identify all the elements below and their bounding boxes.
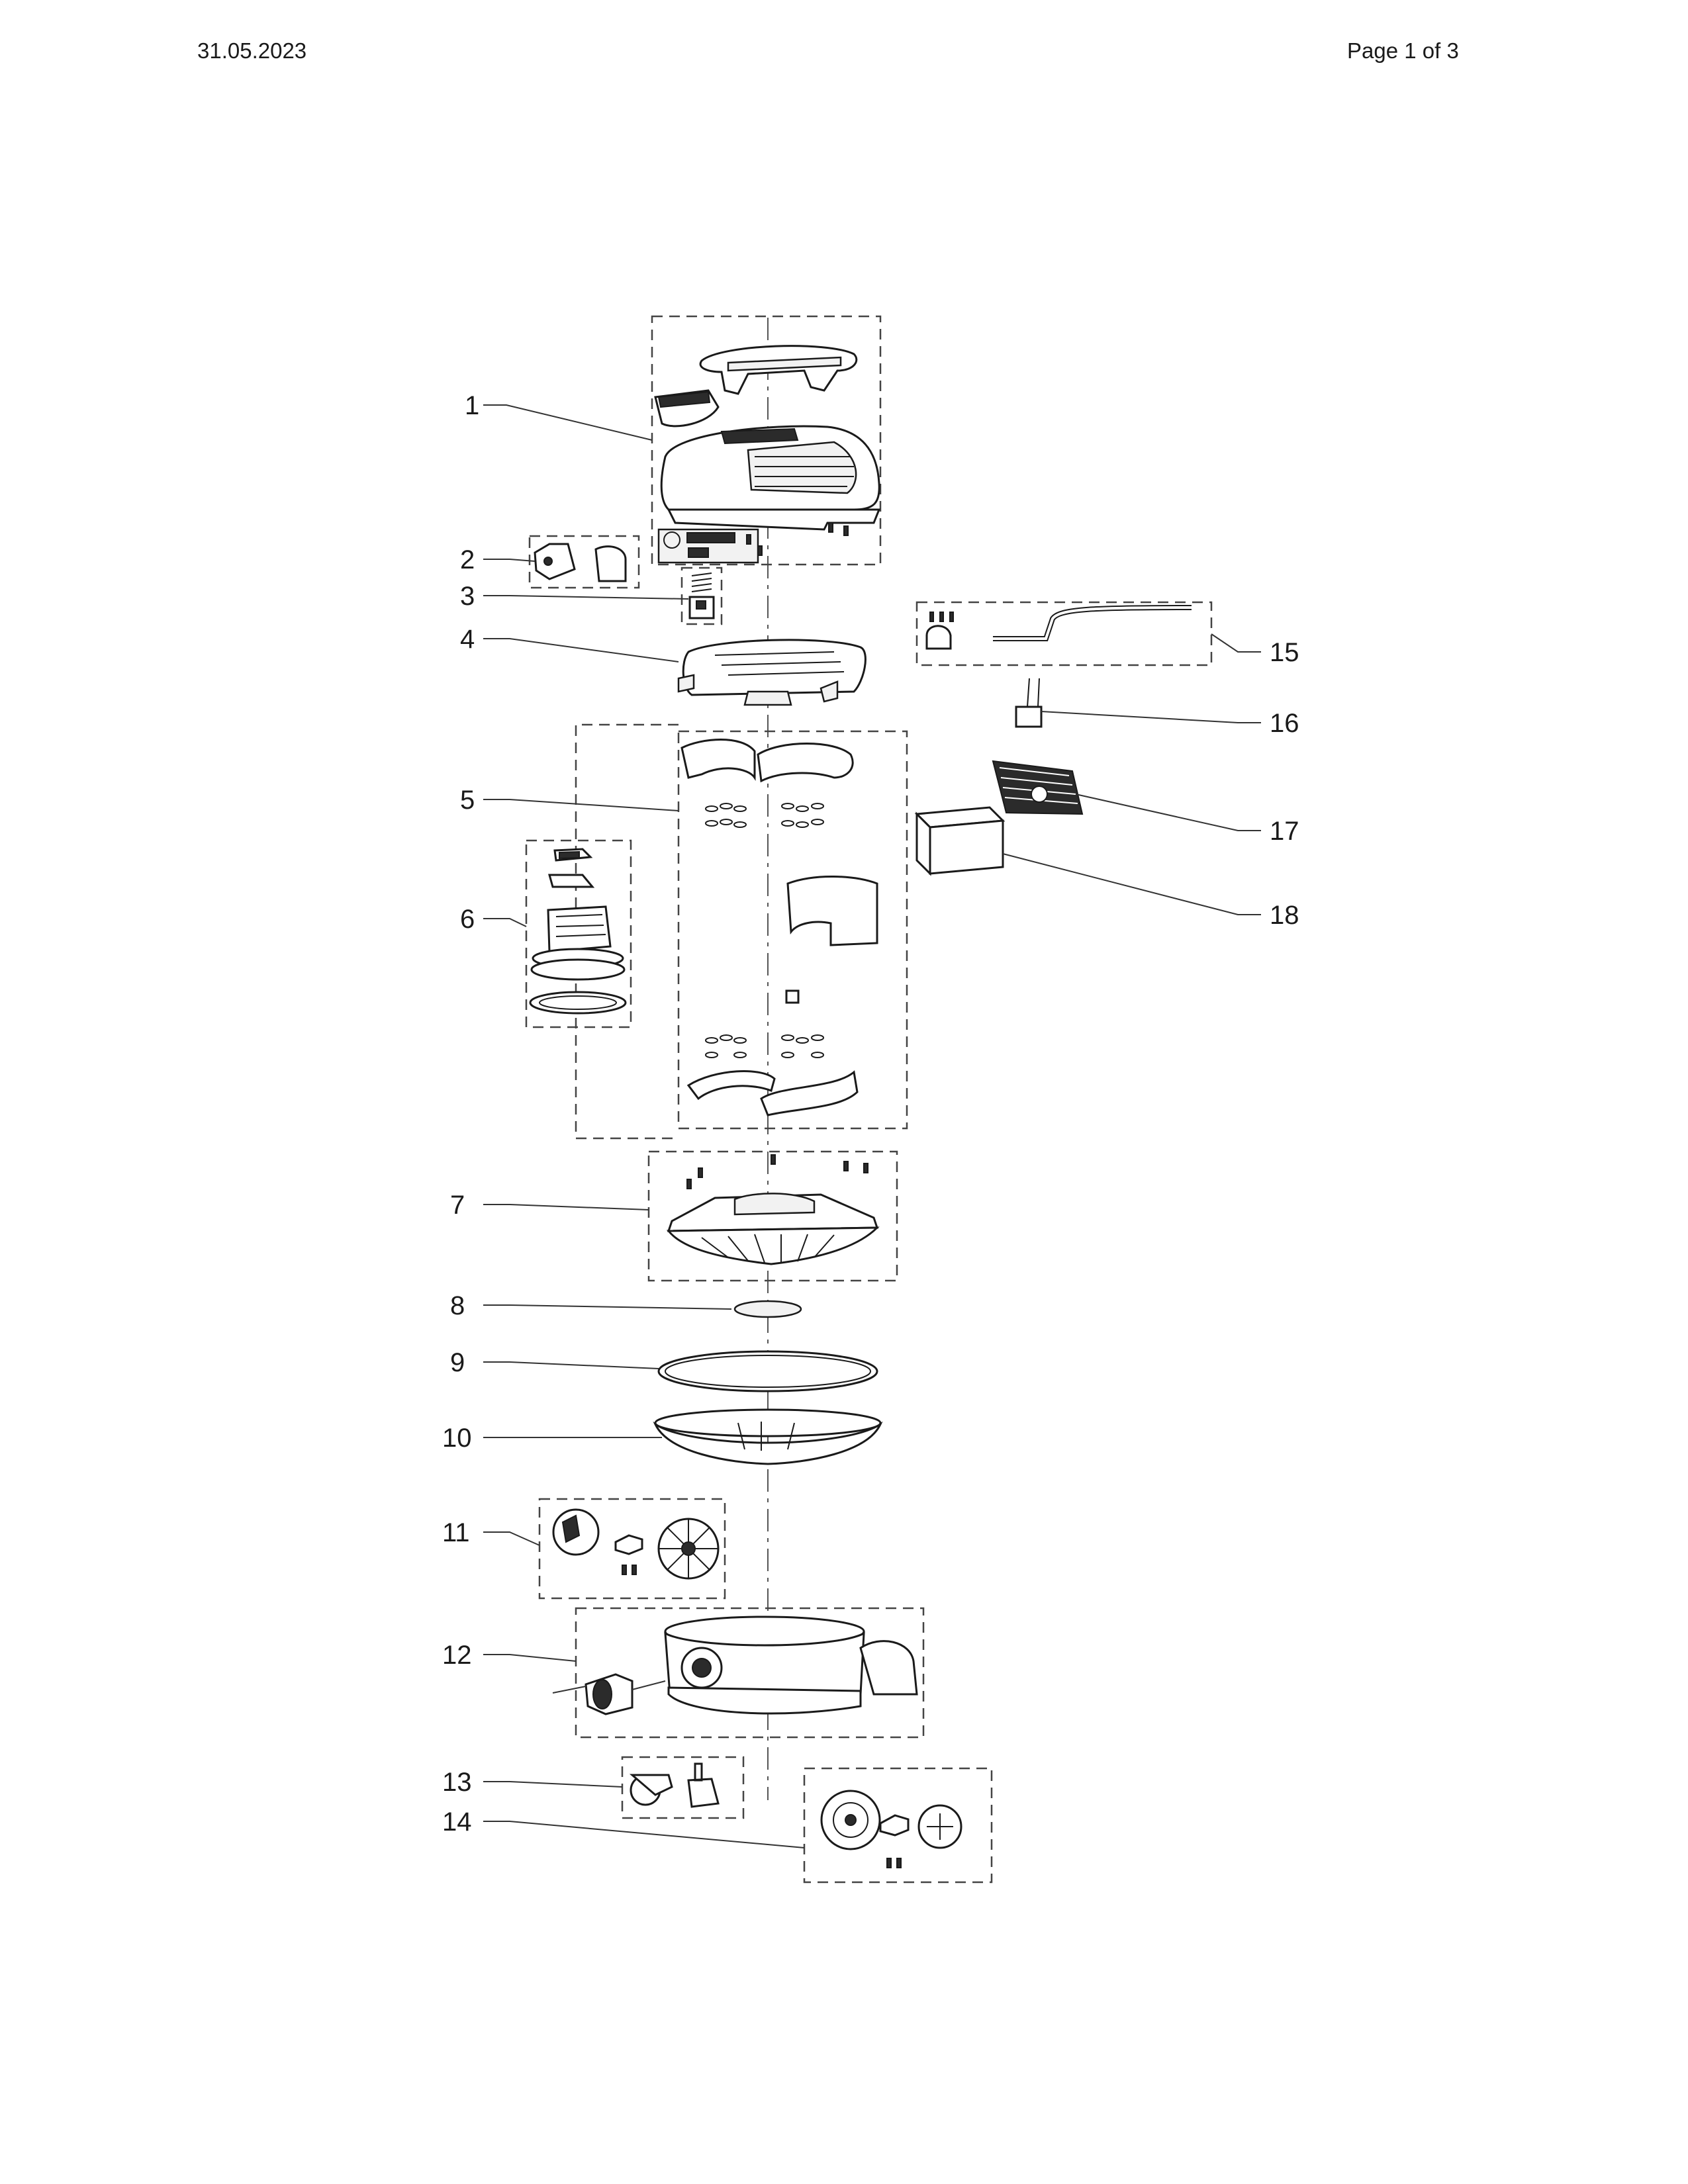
group-box-11 xyxy=(538,1498,726,1600)
group-box-15 xyxy=(915,601,1213,666)
label-3: 3 xyxy=(460,582,475,611)
label-9: 9 xyxy=(450,1348,465,1377)
label-2: 2 xyxy=(460,545,475,574)
part-12-container xyxy=(585,1615,918,1715)
fastener-ring-set-upper xyxy=(705,803,824,828)
part-9-gasket-ring xyxy=(657,1350,878,1392)
label-6: 6 xyxy=(460,905,475,934)
part-10-filter-basket xyxy=(653,1408,883,1465)
label-14: 14 xyxy=(442,1807,472,1837)
label-13: 13 xyxy=(442,1768,472,1797)
label-11: 11 xyxy=(442,1518,470,1547)
group-box-6 xyxy=(525,839,632,1028)
group-box-14 xyxy=(803,1767,993,1884)
small-spacer-block xyxy=(785,989,800,1004)
group-box-3 xyxy=(680,567,723,625)
part-2-latch-and-cover xyxy=(534,543,627,582)
part-11-wheel-assembly xyxy=(552,1508,720,1580)
leader-lines xyxy=(483,404,1261,1848)
group-box-2 xyxy=(528,535,640,589)
part-3-spring-switch xyxy=(688,572,715,619)
group-box-12 xyxy=(575,1607,925,1739)
header-date: 31.05.2023 xyxy=(197,38,307,63)
part-15-power-cable xyxy=(925,605,1192,650)
label-15: 15 xyxy=(1270,638,1299,667)
part-4-motor-housing-top xyxy=(677,639,867,706)
part-17-filter-cover-grid xyxy=(992,760,1084,815)
label-5: 5 xyxy=(460,786,475,815)
group-box-1 xyxy=(651,315,882,566)
label-7: 7 xyxy=(450,1191,465,1220)
part-6-motor xyxy=(529,848,627,1015)
label-16: 16 xyxy=(1270,709,1299,738)
part-18-filter-block xyxy=(914,806,1006,876)
part-16-connector xyxy=(1015,678,1043,728)
label-17: 17 xyxy=(1270,817,1299,846)
header-page-number: Page 1 of 3 xyxy=(1347,38,1459,63)
part-14-wheel xyxy=(820,1790,962,1868)
part-5-insulation-set xyxy=(680,739,878,1116)
label-18: 18 xyxy=(1270,901,1299,930)
group-box-7 xyxy=(647,1150,898,1282)
fastener-ring-set-lower xyxy=(705,1034,824,1058)
part-8-seal-disc xyxy=(733,1300,802,1318)
label-1: 1 xyxy=(465,391,479,420)
group-box-13 xyxy=(621,1756,745,1819)
label-12: 12 xyxy=(442,1641,472,1670)
part-7-motor-base xyxy=(666,1154,880,1265)
part-1-top-cover xyxy=(654,345,881,564)
part-13-castor xyxy=(629,1762,720,1808)
label-4: 4 xyxy=(460,625,475,654)
label-10: 10 xyxy=(442,1424,472,1453)
group-box-5 xyxy=(677,730,908,1130)
label-8: 8 xyxy=(450,1291,465,1320)
